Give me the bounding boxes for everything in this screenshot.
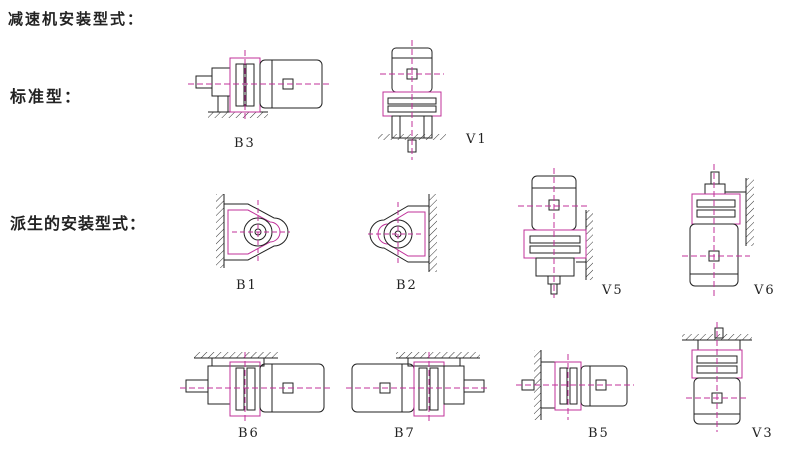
v6-label: V6	[754, 283, 776, 298]
b6-diagram	[180, 352, 332, 424]
page-title: 减速机安装型式：	[8, 10, 145, 28]
b7-diagram	[346, 352, 490, 424]
v1-diagram	[378, 40, 446, 160]
b7-label: B7	[394, 426, 416, 441]
b1-label: B1	[236, 278, 258, 293]
v3-diagram	[682, 322, 752, 432]
v5-diagram	[518, 168, 593, 298]
standard-type-heading: 标准型：	[10, 87, 83, 106]
b2-diagram	[368, 194, 437, 272]
b6-label: B6	[238, 426, 260, 441]
v6-diagram	[682, 164, 754, 296]
b3-diagram	[188, 50, 330, 120]
b5-diagram	[516, 350, 634, 420]
b5-label: B5	[588, 426, 610, 441]
b2-label: B2	[396, 278, 418, 293]
derived-type-heading: 派生的安装型式：	[10, 214, 147, 233]
b3-label: B3	[234, 136, 256, 151]
v1-label: V1	[466, 132, 488, 147]
v3-label: V3	[752, 426, 774, 441]
v5-label: V5	[602, 283, 624, 298]
b1-diagram	[216, 194, 290, 268]
